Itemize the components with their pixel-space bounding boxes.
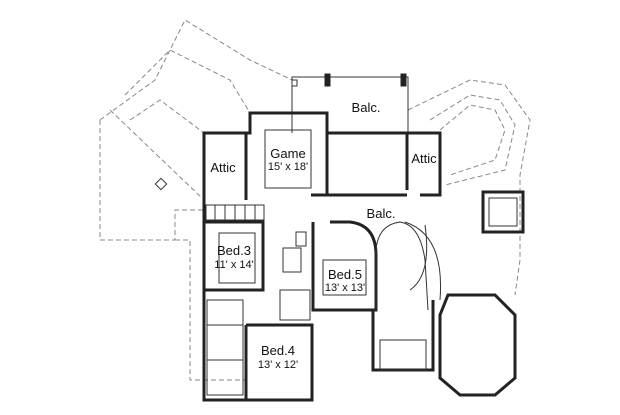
room-labels: Balc. Game 15' x 18' Attic Attic Balc. B… — [210, 100, 437, 371]
roof-outline — [99, 19, 531, 381]
walls — [202, 111, 525, 402]
attic-right-label: Attic — [411, 151, 437, 166]
balcony-mid-label: Balc. — [367, 206, 396, 221]
game-room-label: Game — [270, 146, 305, 161]
bed5-label: Bed.5 — [328, 267, 362, 282]
bed5-size: 13' x 13' — [325, 282, 365, 294]
interior-fixtures — [206, 129, 367, 396]
bed3-label: Bed.3 — [217, 243, 251, 258]
game-room-size: 15' x 18' — [268, 161, 308, 173]
bed4-size: 13' x 12' — [258, 359, 298, 371]
bed4-label: Bed.4 — [261, 343, 295, 358]
stairs-left — [205, 204, 265, 221]
bed3-size: 11' x 14' — [214, 259, 253, 271]
balcony-top-label: Balc. — [352, 100, 381, 115]
balcony-top — [291, 73, 409, 133]
attic-left-label: Attic — [210, 160, 236, 175]
